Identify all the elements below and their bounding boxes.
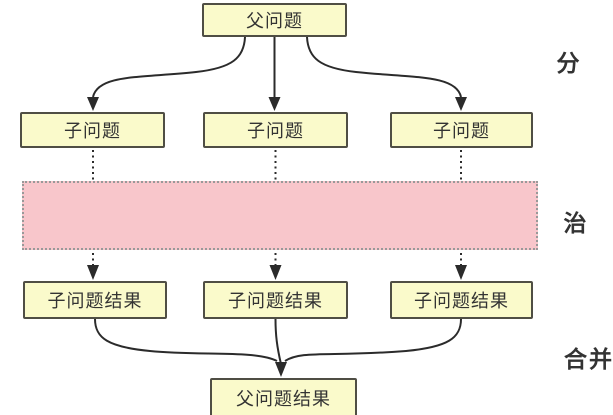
divide-arrow-left xyxy=(92,36,246,98)
divide-arrow-right xyxy=(306,36,462,98)
merge-arrow-left xyxy=(94,318,278,362)
sub-result-node-2: 子问题结果 xyxy=(203,281,348,319)
stage-label-conquer: 治 xyxy=(563,211,589,237)
result-arrowhead-middle xyxy=(269,265,282,280)
merge-arrow-right xyxy=(284,318,462,362)
sub-problem-node-3: 子问题 xyxy=(390,112,533,148)
sub-problem-node-2: 子问题 xyxy=(203,112,348,148)
divide-arrowhead-middle xyxy=(268,97,281,111)
stage-label-divide: 分 xyxy=(556,51,582,77)
stage-label-merge: 合并 xyxy=(564,347,613,373)
divide-arrowhead-right xyxy=(455,97,467,111)
sub-problem-node-1: 子问题 xyxy=(20,112,165,148)
sub-result-node-3: 子问题结果 xyxy=(390,281,533,319)
sub-result-node-1: 子问题结果 xyxy=(23,281,167,319)
result-arrowhead-right xyxy=(455,265,467,280)
parent-problem-node: 父问题 xyxy=(202,3,347,37)
parent-result-node: 父问题结果 xyxy=(210,378,357,415)
merge-arrowhead xyxy=(275,362,287,377)
merge-arrow-middle xyxy=(274,318,282,365)
result-arrowhead-left xyxy=(87,265,99,280)
conquer-region xyxy=(22,181,538,250)
divide-arrowhead-left xyxy=(87,97,99,111)
